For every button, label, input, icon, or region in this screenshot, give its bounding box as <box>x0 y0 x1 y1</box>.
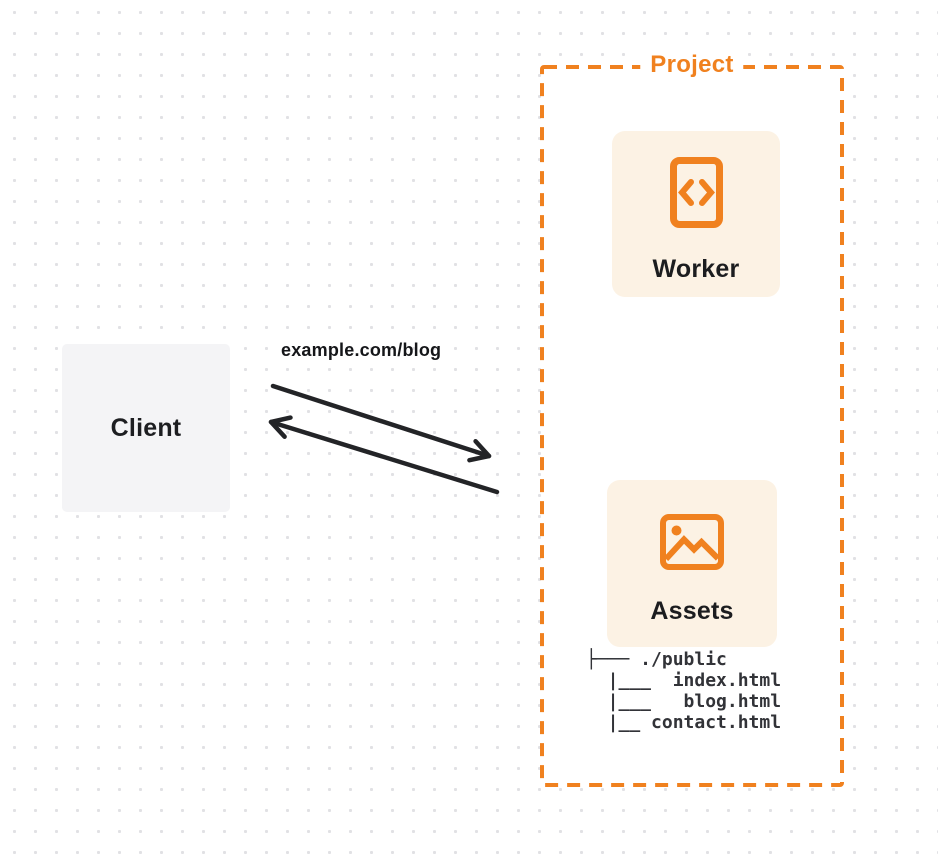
worker-card: Worker <box>612 131 780 297</box>
request-arrow <box>270 383 492 463</box>
worker-label: Worker <box>652 255 740 283</box>
file-tree-item-contact: |__ contact.html <box>586 712 782 733</box>
client-label: Client <box>110 413 182 442</box>
file-tree-root: ├─── ./public <box>586 649 727 670</box>
file-tree-item-index: |___ index.html <box>586 670 782 691</box>
file-tree: ├─── ./public |___ index.html |___ blog.… <box>586 649 781 733</box>
project-container: Project Worker Assets ├─── ./public |___… <box>540 51 844 787</box>
file-tree-item-blog: |___ blog.html <box>586 691 782 712</box>
assets-label: Assets <box>650 597 734 625</box>
picture-icon <box>660 514 724 570</box>
code-brackets-icon <box>669 157 723 228</box>
request-response-arrows <box>268 383 500 495</box>
assets-card: Assets <box>607 480 777 647</box>
request-url-label: example.com/blog <box>281 340 442 360</box>
response-arrow <box>268 415 500 495</box>
client-node: Client <box>62 344 230 512</box>
project-label: Project <box>640 51 744 79</box>
